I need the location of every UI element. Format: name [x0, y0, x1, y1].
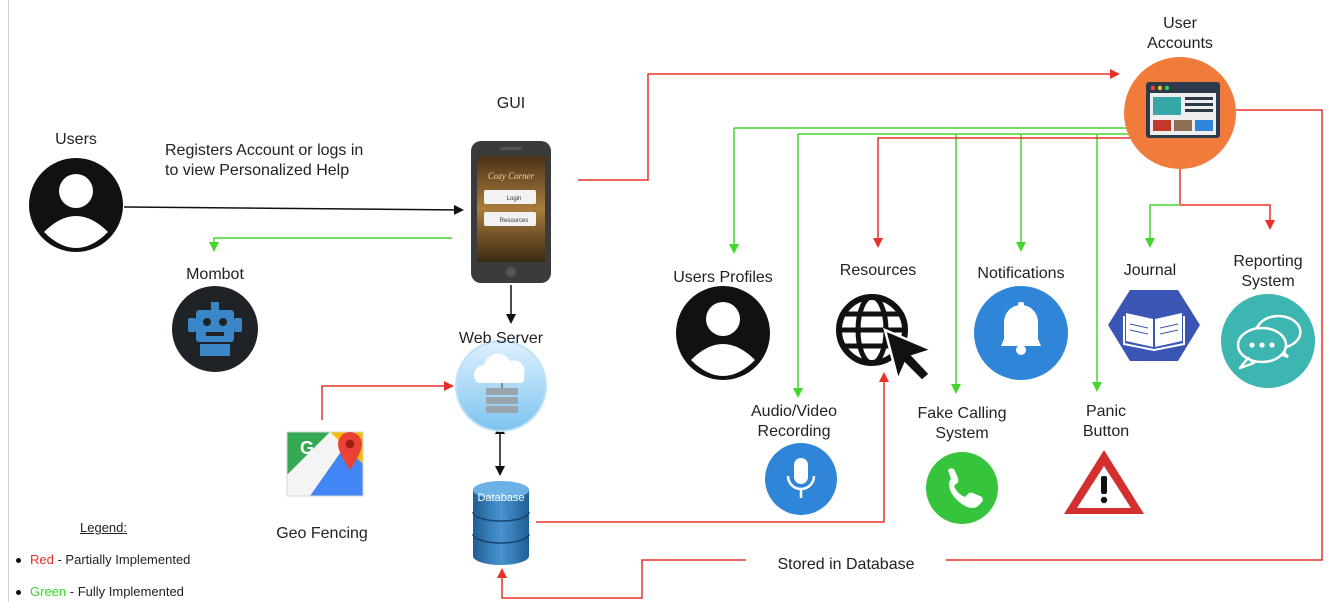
bullet-icon — [16, 590, 21, 596]
legend-green-word: Green — [30, 584, 67, 599]
warning-triangle-icon — [1064, 450, 1144, 514]
arrow-gui-to-mombot — [209, 237, 452, 252]
book-icon — [1108, 290, 1200, 361]
microphone-icon — [765, 443, 837, 515]
journal-label: Journal — [1123, 262, 1177, 279]
phone-handset-icon — [926, 452, 998, 524]
audio-video-label-line2: Recording — [757, 423, 831, 440]
legend-red-word: Red — [30, 552, 54, 567]
legend-title: Legend: — [80, 520, 127, 535]
svg-text:G: G — [300, 438, 314, 458]
registers-label: Registers Account or logs in — [165, 142, 364, 159]
phone-title: Cozy Corner — [488, 171, 535, 181]
reporting-label-line1: Reporting — [1233, 253, 1303, 270]
personalized-label: to view Personalized Help — [165, 162, 350, 179]
arrow-database-to-resources — [536, 372, 889, 523]
mombot-label: Mombot — [186, 266, 244, 283]
panic-label-line1: Panic — [1085, 403, 1127, 420]
globe-cursor-icon — [836, 294, 936, 384]
cloud-server-icon — [455, 340, 547, 432]
web-server-label: Web Server — [458, 330, 544, 347]
geo-fencing-label: Geo Fencing — [276, 525, 368, 542]
users-avatar-icon — [29, 158, 123, 252]
phone-resources-label: Resources — [500, 218, 529, 224]
arrow-stored-to-database — [497, 559, 746, 599]
chat-bubbles-icon — [1221, 294, 1315, 388]
legend-row-green: Green - Fully Implemented — [16, 584, 184, 599]
phone-login-label: Login — [507, 196, 522, 202]
database-caption: Database — [477, 492, 524, 504]
legend-row-red: Red - Partially Implemented — [16, 552, 190, 567]
browser-window-icon — [1124, 57, 1236, 169]
users-label: Users — [55, 131, 97, 148]
robot-icon — [172, 286, 258, 372]
reporting-label-line2: System — [1241, 273, 1295, 290]
users-profiles-label: Users Profiles — [673, 269, 773, 286]
arrow-accounts-to-stored — [946, 109, 1323, 561]
fake-calling-label-line1: Fake Calling — [917, 405, 1007, 422]
resources-label: Resources — [839, 262, 917, 279]
arrow-users-to-gui — [123, 204, 464, 215]
smartphone-icon: Cozy Corner Login Resources — [471, 141, 551, 283]
arrow-to-reporting — [1180, 204, 1275, 230]
notifications-label: Notifications — [977, 265, 1065, 282]
panic-label-line2: Button — [1082, 423, 1130, 440]
gui-label: GUI — [496, 95, 526, 112]
legend-red-desc: - Partially Implemented — [53, 552, 191, 567]
user-accounts-label-line1: User — [1163, 15, 1197, 32]
stored-in-database-label: Stored in Database — [777, 556, 915, 573]
legend-green-desc: - Fully Implemented — [66, 584, 184, 599]
arrow-gui-to-accounts — [578, 69, 1120, 181]
user-accounts-label-line2: Accounts — [1147, 35, 1213, 52]
bullet-icon — [16, 558, 21, 564]
google-maps-icon: G — [286, 431, 364, 497]
database-icon: Database — [472, 481, 530, 565]
connectors — [123, 69, 1323, 599]
arrow-to-journal — [1145, 204, 1180, 248]
audio-video-label-line1: Audio/Video — [751, 403, 837, 420]
arrow-accounts-to-resources — [873, 137, 1132, 248]
arrow-geo-to-webserver — [321, 381, 454, 420]
bell-icon — [974, 286, 1068, 380]
user-profile-avatar-icon — [676, 286, 770, 380]
fake-calling-label-line2: System — [935, 425, 989, 442]
left-border-line — [8, 0, 9, 602]
